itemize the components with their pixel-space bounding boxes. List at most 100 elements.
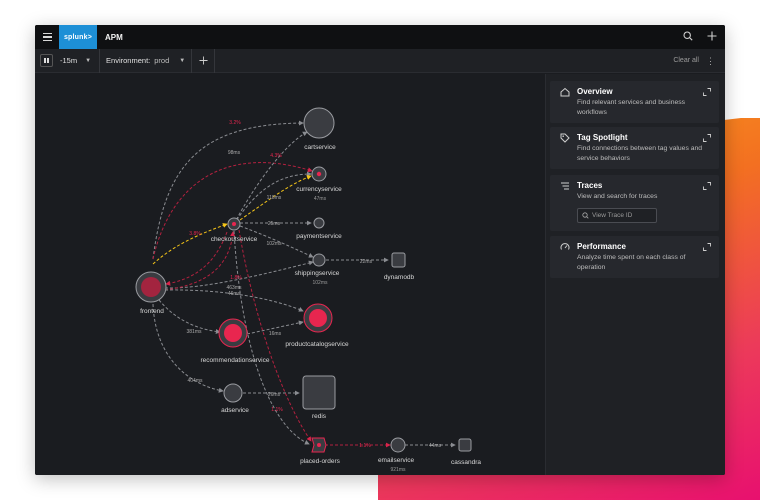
edge-label: 3.2% [229, 120, 241, 126]
edge-recommendation-productcatalog [246, 320, 304, 335]
edge-label: 46ms [228, 291, 241, 297]
node-label: cartservice [304, 144, 336, 151]
edge-label: 25ms [268, 221, 281, 227]
plus-icon [199, 56, 208, 65]
add-filter-button[interactable] [191, 48, 216, 73]
edge-frontend-checkout [152, 223, 228, 265]
search-icon[interactable] [683, 30, 693, 44]
filter-bar: -15m ▼ Environment: prod ▼ Clear all ⋮ [35, 48, 725, 73]
environment-label: Environment: [106, 56, 151, 65]
side-panel: Overview Find relevant services and busi… [545, 74, 725, 475]
edge-label: 1.8% [230, 275, 242, 281]
node-label: cassandra [451, 459, 481, 466]
overview-card[interactable]: Overview Find relevant services and busi… [550, 81, 719, 123]
home-icon [559, 87, 570, 100]
node-recommendationservice[interactable]: recommendationservice [200, 318, 270, 364]
edge-frontend-currencyservice [152, 162, 313, 260]
edge-checkout-placedorders-red [238, 229, 312, 442]
clear-all-button[interactable]: Clear all [673, 57, 699, 64]
splunk-logo[interactable]: splunk> [59, 25, 97, 49]
edge-frontend-adservice [152, 303, 224, 393]
card-description: View and search for traces [577, 193, 658, 200]
edge-label: 26ms [268, 392, 281, 398]
plus-icon[interactable] [707, 31, 717, 44]
card-title: Performance [577, 242, 626, 251]
time-range-value: -15m [60, 56, 78, 65]
node-label: recommendationservice [200, 357, 269, 364]
node-label: currencyservice [296, 186, 342, 193]
node-currencyservice[interactable]: currencyservice 47ms [296, 166, 342, 202]
hamburger-menu-icon[interactable] [35, 25, 59, 49]
gauge-icon [559, 242, 570, 255]
node-label: checkoutservice [211, 236, 258, 243]
search-icon [582, 209, 589, 227]
node-shippingservice[interactable]: shippingservice 102ms [295, 253, 340, 286]
node-label: redis [312, 413, 327, 420]
traces-card[interactable]: Traces View and search for traces View T… [550, 175, 719, 231]
card-description: Find relevant services and business work… [577, 99, 686, 116]
edge-checkout-currency-yellow [239, 175, 312, 221]
node-label: adservice [221, 407, 249, 414]
expand-icon[interactable] [703, 88, 711, 98]
edge-label: 4.3% [270, 153, 282, 159]
edge-label: 404ms [187, 378, 203, 384]
trace-id-input[interactable]: View Trace ID [577, 207, 657, 223]
node-cartservice[interactable]: cartservice [303, 107, 336, 151]
tag-icon [559, 133, 570, 146]
node-adservice[interactable]: adservice [221, 383, 249, 414]
edge-checkout-frontend-back [165, 231, 228, 286]
node-productcatalogservice[interactable]: productcatalogservice [285, 303, 349, 348]
chevron-down-icon: ▼ [179, 57, 186, 64]
node-placed-orders[interactable]: placed-orders [300, 437, 341, 465]
node-sublabel: 102ms [312, 280, 328, 286]
edge-label: 22ms [360, 259, 373, 265]
edge-checkout-shipping [239, 225, 314, 258]
node-frontend[interactable]: frontend [135, 271, 167, 315]
expand-icon[interactable] [703, 134, 711, 144]
apm-window: splunk> APM -15m ▼ Environment: prod ▼ C… [35, 25, 725, 475]
node-sublabel: 47ms [314, 196, 327, 202]
node-redis[interactable]: redis [302, 375, 336, 420]
expand-icon[interactable] [703, 182, 711, 192]
node-sublabel: 921ms [390, 467, 406, 473]
node-checkoutservice[interactable]: checkoutservice [211, 217, 258, 243]
node-label: placed-orders [300, 458, 340, 465]
pause-button[interactable] [40, 54, 53, 67]
more-options-icon[interactable]: ⋮ [706, 56, 715, 66]
node-label: shippingservice [295, 270, 340, 277]
edge-frontend-recommendation [158, 299, 221, 334]
edge-frontend-shipping [164, 260, 314, 289]
edge-frontend-productcatalog [164, 289, 304, 312]
node-label: emailservice [378, 457, 415, 464]
card-title: Tag Spotlight [577, 133, 628, 142]
app-title: APM [105, 32, 123, 42]
node-emailservice[interactable]: emailservice 921ms [378, 437, 415, 473]
edge-label: 463ms [226, 285, 242, 291]
list-icon [559, 181, 570, 194]
card-description: Find connections between tag values and … [577, 145, 703, 162]
edge-label: 44ms [429, 443, 442, 449]
card-title: Traces [577, 181, 603, 190]
node-dynamodb[interactable]: dynamodb [384, 252, 415, 281]
node-cassandra[interactable]: cassandra [451, 438, 481, 466]
edge-label: 118ms [267, 195, 282, 201]
node-label: paymentservice [296, 233, 342, 240]
edge-label: 1.1% [271, 407, 283, 413]
edge-label: 381ms [186, 329, 202, 335]
environment-value: prod [154, 56, 170, 65]
time-range-selector[interactable]: -15m ▼ [60, 56, 91, 65]
chevron-down-icon: ▼ [85, 57, 92, 64]
expand-icon[interactable] [703, 243, 711, 253]
performance-card[interactable]: Performance Analyze time spent on each c… [550, 236, 719, 278]
node-label: productcatalogservice [285, 341, 349, 348]
card-description: Analyze time spent on each class of oper… [577, 254, 686, 271]
edge-label: 3.8% [189, 231, 201, 237]
edge-label: 102ms [266, 241, 282, 247]
edge-checkout-currencyservice [233, 171, 312, 225]
tag-spotlight-card[interactable]: Tag Spotlight Find connections between t… [550, 127, 719, 169]
service-map[interactable]: 3.2% 98ms 4.3% 118ms 3.8% 25ms 102ms 22m… [35, 74, 545, 475]
node-paymentservice[interactable]: paymentservice [296, 217, 342, 240]
edge-label: 98ms [228, 150, 241, 156]
node-label: frontend [140, 308, 164, 315]
environment-selector[interactable]: Environment: prod ▼ [106, 56, 185, 65]
